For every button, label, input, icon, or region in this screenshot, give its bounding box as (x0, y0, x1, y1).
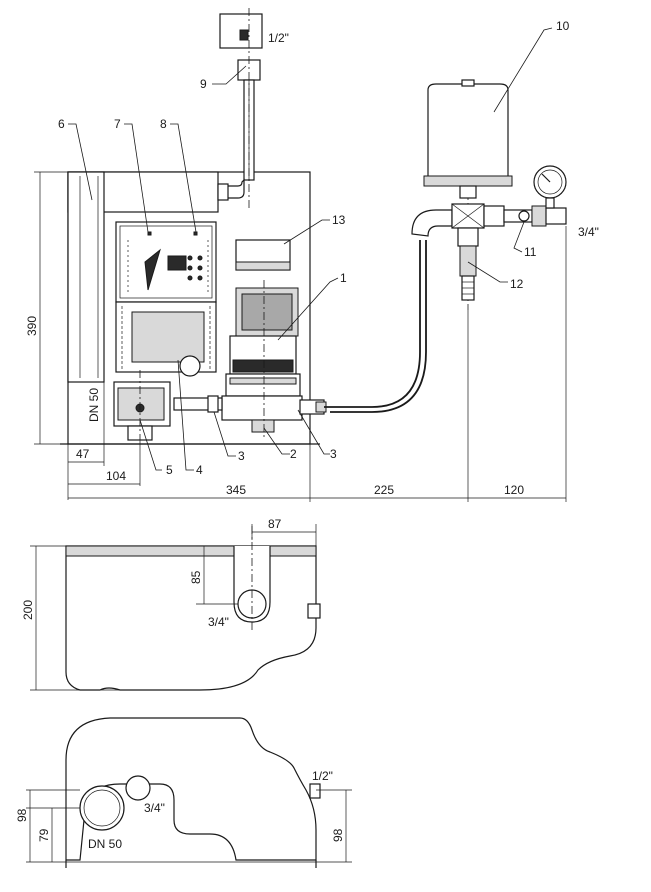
top-view: 98 79 98 3/4" 1/2" DN 50 (15, 717, 352, 868)
dim-85: 85 (189, 570, 203, 584)
dim-104: 104 (106, 469, 126, 483)
callout-3-left: 3 (238, 449, 245, 463)
label-top-three-quarter: 3/4" (144, 801, 165, 815)
callout-13: 13 (332, 213, 346, 227)
valve-11 (518, 210, 530, 222)
callout-2: 2 (290, 447, 297, 461)
dim-47: 47 (76, 447, 90, 461)
top-view-tank (65, 717, 317, 861)
callout-3-right: 3 (330, 447, 337, 461)
front-callouts: 1/2" 9 6 7 8 13 1 10 3/4" 11 12 3 2 (58, 19, 599, 477)
callout-9: 9 (200, 77, 207, 91)
dim-98-left: 98 (15, 808, 29, 822)
label-dn50-front: DN 50 (87, 388, 101, 422)
callout-10: 10 (556, 19, 570, 33)
dim-79: 79 (37, 828, 51, 842)
front-dimensions: 390 47 104 345 225 120 DN 50 (25, 171, 567, 502)
discharge-hose (324, 240, 421, 408)
callout-7: 7 (114, 117, 121, 131)
discharge-assembly (324, 79, 567, 413)
label-top-dn50: DN 50 (88, 837, 122, 851)
dn50-connection (79, 785, 125, 831)
dim-87: 87 (268, 517, 282, 531)
callout-1: 1 (340, 271, 347, 285)
side-view: 200 87 85 3/4" (21, 517, 321, 691)
callout-5: 5 (166, 463, 173, 477)
callout-11: 11 (524, 245, 537, 259)
side-view-tank (65, 545, 317, 691)
control-leds (187, 255, 203, 281)
top-three-quarter-connection (125, 775, 151, 801)
callout-12: 12 (510, 277, 524, 291)
pressure-switch (459, 245, 477, 277)
label-top-half: 1/2" (312, 769, 333, 783)
discharge-elbow (411, 209, 453, 237)
dim-98-right: 98 (331, 828, 345, 842)
callout-4: 4 (196, 463, 203, 477)
dim-345: 345 (226, 483, 246, 497)
pump-chamber (221, 395, 303, 421)
front-view (60, 8, 469, 445)
dim-120: 120 (504, 483, 524, 497)
dim-390: 390 (25, 316, 39, 336)
label-inlet-half: 1/2" (268, 31, 289, 45)
callout-8: 8 (160, 117, 167, 131)
dim-225: 225 (374, 483, 394, 497)
label-outlet-three-quarter: 3/4" (578, 225, 599, 239)
pressure-vessel (427, 83, 509, 179)
dim-200: 200 (21, 600, 35, 620)
control-box (115, 221, 217, 303)
housing-left-panel (67, 171, 105, 383)
callout-6: 6 (58, 117, 65, 131)
label-side-three-quarter: 3/4" (208, 615, 229, 629)
